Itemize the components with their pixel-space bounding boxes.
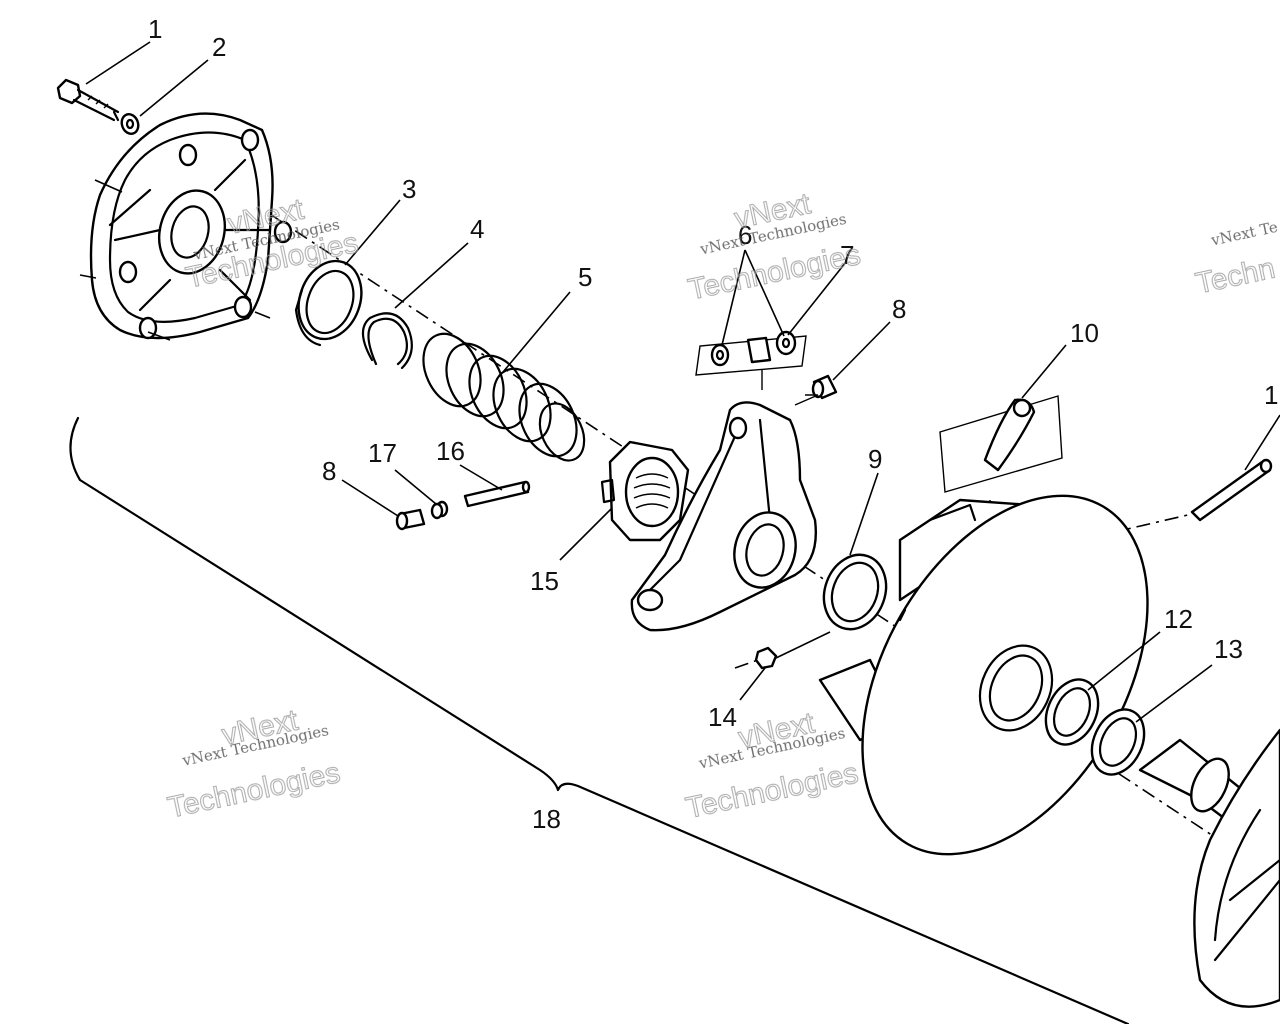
part-fixed-sheave-shaft [1138, 728, 1280, 1008]
part-pin [463, 480, 531, 508]
callout-16: 16 [436, 436, 465, 466]
part-weight [939, 395, 1063, 525]
leader-lines [85, 41, 1280, 723]
callout-labels: 1 2 3 4 5 6 7 8 8 9 10 1 12 13 14 15 16 … [148, 14, 1278, 834]
watermark-logo-partial: Techn [1193, 252, 1278, 301]
part-long-pin [1079, 458, 1273, 541]
part-spider-cup [600, 440, 690, 542]
part-cover-plate [79, 112, 293, 341]
part-plug-left [395, 508, 426, 531]
part-bushing [294, 259, 363, 347]
watermark-text-partial: vNext Te [1209, 218, 1280, 250]
part-rollers [695, 330, 807, 390]
callout-3: 3 [402, 174, 416, 204]
assembly-brace [69, 416, 1130, 1024]
callout-10: 10 [1070, 318, 1099, 348]
part-snap-ring [361, 312, 413, 370]
part-nut [734, 646, 778, 670]
callout-9: 9 [868, 444, 882, 474]
callout-13: 13 [1214, 634, 1243, 664]
part-moveable-sheave [818, 494, 1149, 856]
callout-15: 15 [530, 566, 559, 596]
callout-6: 6 [738, 220, 752, 250]
part-washer [120, 113, 140, 135]
part-plug-right [794, 374, 838, 406]
callout-7: 7 [840, 240, 854, 270]
part-pin-washer [430, 500, 449, 520]
part-ring-13 [1090, 708, 1146, 776]
callout-8-left: 8 [322, 456, 336, 486]
part-thrust-washer [822, 553, 888, 631]
callout-4: 4 [470, 214, 484, 244]
part-spider-arm [630, 401, 817, 632]
part-bolt [56, 78, 120, 122]
callout-17: 17 [368, 438, 397, 468]
callout-12: 12 [1164, 604, 1193, 634]
part-spring [422, 332, 586, 462]
callout-14: 14 [708, 702, 737, 732]
callout-18: 18 [532, 804, 561, 834]
callout-2: 2 [212, 32, 226, 62]
part-ring-12 [1044, 678, 1100, 746]
callout-5: 5 [578, 262, 592, 292]
callout-8-right: 8 [892, 294, 906, 324]
callout-1: 1 [148, 14, 162, 44]
callout-11-partial: 1 [1264, 380, 1278, 410]
